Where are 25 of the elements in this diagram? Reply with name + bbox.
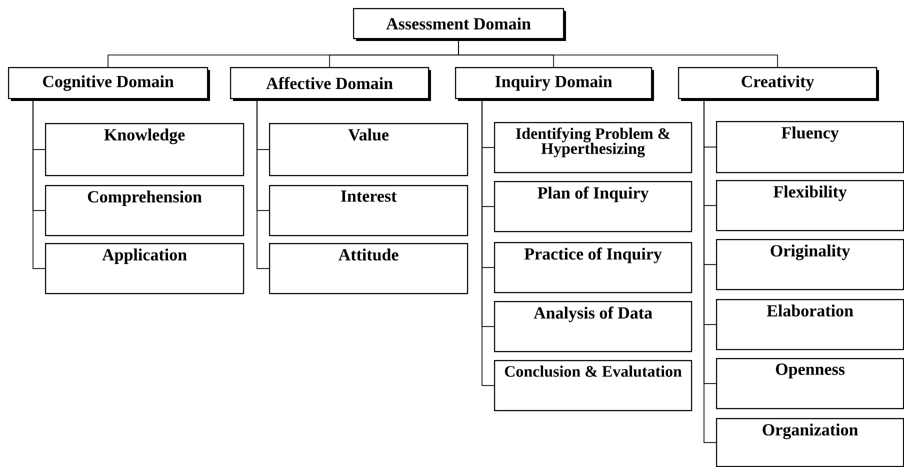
item-box: Analysis of Data <box>494 301 692 352</box>
item-box: Openness <box>716 358 904 410</box>
item-box: Application <box>45 243 244 294</box>
item-box: Conclusion & Evalutation <box>494 360 692 412</box>
connector <box>256 98 270 269</box>
item-box: Fluency <box>716 121 904 174</box>
category-box: Cognitive Domain <box>8 67 210 101</box>
item-box: Attitude <box>269 243 468 294</box>
item-box: Value <box>269 123 468 176</box>
item-box: Organization <box>716 418 904 467</box>
item-box: Elaboration <box>716 299 904 350</box>
item-box: Plan of Inquiry <box>494 181 692 232</box>
connector <box>482 98 494 386</box>
connector <box>32 98 46 269</box>
item-box: Originality <box>716 239 904 290</box>
item-box: Knowledge <box>45 123 244 176</box>
category-box: Affective Domain <box>230 67 431 101</box>
item-box: Flexibility <box>716 180 904 232</box>
item-box: Comprehension <box>45 185 244 236</box>
item-box: Practice of Inquiry <box>494 242 692 294</box>
item-box: Identifying Problem & Hyperthesizing <box>494 122 692 174</box>
category-box: Inquiry Domain <box>455 67 654 101</box>
item-box: Interest <box>269 185 468 236</box>
root-box: Assessment Domain <box>353 8 566 41</box>
category-box: Creativity <box>678 67 879 101</box>
